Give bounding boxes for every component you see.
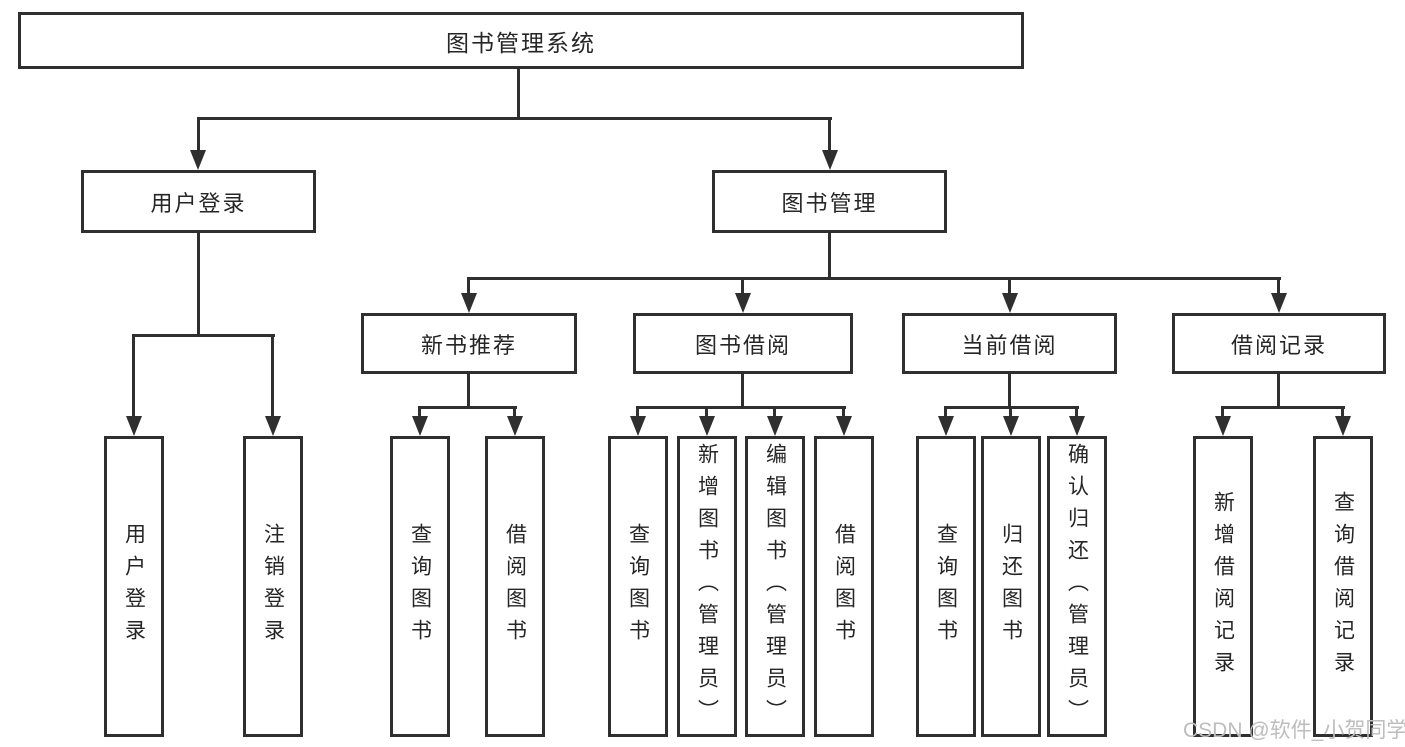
node-leaf-user-login-label: 用户登录	[122, 522, 146, 651]
arrowhead-borrow-borrow-icon	[836, 416, 852, 436]
node-leaf-current-return-book-label: 归还图书	[999, 522, 1023, 651]
node-borrow-record: 借阅记录	[1172, 313, 1386, 374]
connector-current-borrow-drop	[1008, 277, 1011, 297]
arrowhead-leaf-logout-icon	[265, 416, 281, 436]
arrowhead-book-management-icon	[822, 150, 838, 170]
node-leaf-borrow-borrow-book-label: 借阅图书	[832, 522, 856, 651]
node-new-book-recommend-label: 新书推荐	[420, 332, 517, 358]
node-leaf-user-login: 用户登录	[104, 436, 164, 737]
arrowhead-current-query-icon	[938, 416, 954, 436]
connector-record-add-drop	[1221, 406, 1224, 420]
arrowhead-leaf-user-login-icon	[126, 416, 142, 436]
connector-new-book-bar	[418, 406, 517, 409]
connector-new-book-stem	[467, 374, 470, 406]
connector-book-borrow-drop	[741, 277, 744, 297]
node-leaf-logout-login-label: 注销登录	[261, 522, 285, 651]
connector-current-return-drop	[1009, 406, 1012, 420]
connector-record-query-drop	[1341, 406, 1344, 420]
connector-book-management-bar	[467, 277, 1281, 280]
node-leaf-current-query-book-label: 查询图书	[934, 522, 958, 651]
node-leaf-recommend-query-book-label: 查询图书	[408, 522, 432, 651]
connector-borrow-query-drop	[636, 406, 639, 420]
node-book-management: 图书管理	[712, 170, 947, 233]
connector-recommend-borrow-drop	[513, 406, 516, 420]
node-leaf-record-query-record: 查询借阅记录	[1313, 436, 1373, 737]
node-leaf-borrow-edit-book-label: 编辑图书（管理员）	[763, 442, 787, 731]
connector-root-bar	[197, 117, 832, 120]
node-current-borrow-label: 当前借阅	[961, 332, 1058, 358]
arrowhead-recommend-query-icon	[412, 416, 428, 436]
connector-leaf-logout-drop	[271, 334, 274, 418]
connector-book-borrow-stem	[741, 374, 744, 406]
node-leaf-current-confirm-return: 确认归还（管理员）	[1047, 436, 1107, 737]
node-new-book-recommend: 新书推荐	[361, 313, 577, 374]
connector-book-management-stem	[828, 233, 831, 277]
node-leaf-current-query-book: 查询图书	[916, 436, 976, 737]
arrowhead-current-confirm-icon	[1069, 416, 1085, 436]
connector-current-query-drop	[944, 406, 947, 420]
connector-record-stem	[1277, 374, 1280, 406]
node-leaf-current-return-book: 归还图书	[981, 436, 1041, 737]
node-leaf-recommend-borrow-book-label: 借阅图书	[503, 522, 527, 651]
connector-root-stem	[517, 69, 520, 117]
node-book-borrow-label: 图书借阅	[694, 332, 791, 358]
node-leaf-borrow-add-book: 新增图书（管理员）	[677, 436, 737, 737]
node-leaf-recommend-query-book: 查询图书	[390, 436, 450, 737]
node-leaf-logout-login: 注销登录	[243, 436, 303, 737]
node-leaf-borrow-edit-book: 编辑图书（管理员）	[745, 436, 805, 737]
connector-borrow-record-drop	[1277, 277, 1280, 297]
connector-borrow-borrow-drop	[842, 406, 845, 420]
node-leaf-record-add-record: 新增借阅记录	[1193, 436, 1253, 737]
connector-book-borrow-bar	[636, 406, 846, 409]
arrowhead-borrow-query-icon	[630, 416, 646, 436]
arrowhead-record-query-icon	[1335, 416, 1351, 436]
arrowhead-book-borrow-icon	[735, 293, 751, 313]
connector-leaf-user-login-drop	[132, 334, 135, 418]
connector-new-book-drop	[467, 277, 470, 297]
arrowhead-borrow-record-icon	[1271, 293, 1287, 313]
node-current-borrow: 当前借阅	[902, 313, 1117, 374]
node-user-login: 用户登录	[81, 170, 316, 233]
node-leaf-borrow-borrow-book: 借阅图书	[814, 436, 874, 737]
node-leaf-borrow-add-book-label: 新增图书（管理员）	[695, 442, 719, 731]
connector-record-bar	[1221, 406, 1345, 409]
arrowhead-current-return-icon	[1003, 416, 1019, 436]
arrowhead-borrow-add-icon	[699, 416, 715, 436]
node-book-borrow: 图书借阅	[633, 313, 853, 374]
connector-current-stem	[1008, 374, 1011, 406]
arrowhead-new-book-icon	[461, 293, 477, 313]
node-leaf-recommend-borrow-book: 借阅图书	[485, 436, 545, 737]
node-leaf-record-add-record-label: 新增借阅记录	[1211, 490, 1235, 683]
arrowhead-record-add-icon	[1215, 416, 1231, 436]
connector-borrow-add-drop	[705, 406, 708, 420]
node-leaf-record-query-record-label: 查询借阅记录	[1331, 490, 1355, 683]
connector-user-login-stem	[197, 233, 200, 334]
node-root-label: 图书管理系统	[446, 29, 596, 56]
node-leaf-current-confirm-return-label: 确认归还（管理员）	[1065, 442, 1089, 731]
node-leaf-borrow-query-book-label: 查询图书	[626, 522, 650, 651]
connector-recommend-query-drop	[418, 406, 421, 420]
node-book-management-label: 图书管理	[781, 190, 878, 216]
connector-user-login-drop	[197, 117, 200, 153]
arrowhead-recommend-borrow-icon	[507, 416, 523, 436]
connector-user-login-bar	[132, 334, 275, 337]
connector-current-confirm-drop	[1075, 406, 1078, 420]
arrowhead-current-borrow-icon	[1002, 293, 1018, 313]
arrowhead-user-login-icon	[190, 150, 206, 170]
connector-book-management-drop	[828, 117, 831, 153]
node-leaf-borrow-query-book: 查询图书	[608, 436, 668, 737]
csdn-watermark: CSDN @软件_小贺同学	[1183, 719, 1405, 742]
arrowhead-borrow-edit-icon	[767, 416, 783, 436]
node-root: 图书管理系统	[18, 12, 1024, 69]
node-user-login-label: 用户登录	[150, 190, 247, 216]
connector-borrow-edit-drop	[773, 406, 776, 420]
node-borrow-record-label: 借阅记录	[1230, 332, 1327, 358]
